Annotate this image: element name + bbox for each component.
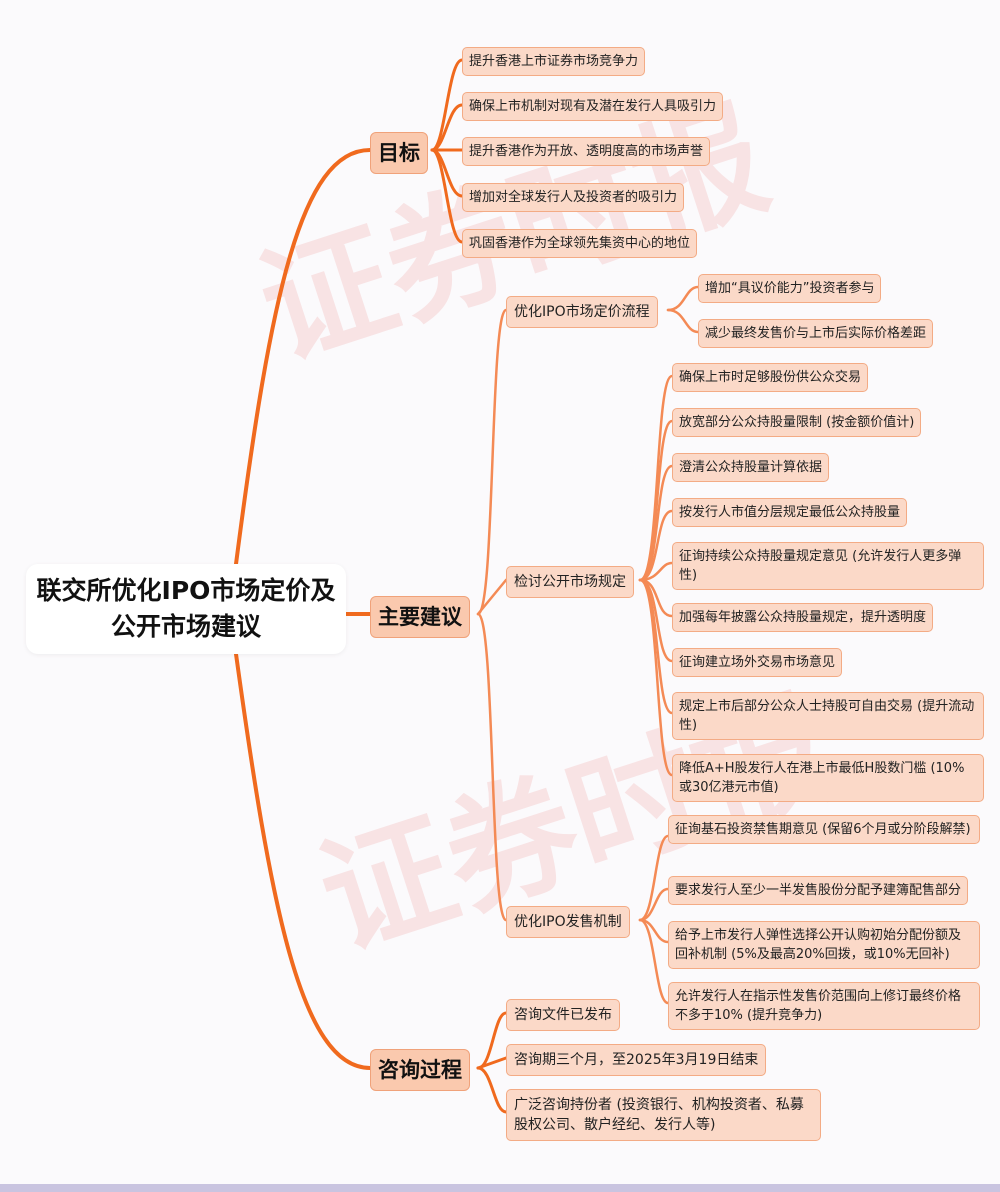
public-market-item[interactable]: 澄清公众持股量计算依据 <box>672 453 830 482</box>
offering-item[interactable]: 允许发行人在指示性发售价范围向上修订最终价格不多于10% (提升竞争力) <box>668 982 980 1030</box>
pricing-item[interactable]: 减少最终发售价与上市后实际价格差距 <box>698 319 934 348</box>
pricing-item[interactable]: 增加“具议价能力”投资者参与 <box>698 274 882 303</box>
goal-item[interactable]: 增加对全球发行人及投资者的吸引力 <box>462 183 685 212</box>
public-market-item[interactable]: 加强每年披露公众持股量规定，提升透明度 <box>672 603 934 632</box>
public-market-item[interactable]: 确保上市时足够股份供公众交易 <box>672 363 869 392</box>
group-public-market-rules[interactable]: 检讨公开市场规定 <box>506 566 634 598</box>
public-market-item[interactable]: 降低A+H股发行人在港上市最低H股数门槛 (10%或30亿港元市值) <box>672 754 984 802</box>
offering-item[interactable]: 给予上市发行人弹性选择公开认购初始分配份额及回补机制 (5%及最高20%回拨，或… <box>668 921 980 969</box>
public-market-item[interactable]: 征询建立场外交易市场意见 <box>672 648 843 677</box>
group-offering-mechanism[interactable]: 优化IPO发售机制 <box>506 906 630 938</box>
public-market-item[interactable]: 征询持续公众持股量规定意见 (允许发行人更多弹性) <box>672 542 984 590</box>
group-pricing-process[interactable]: 优化IPO市场定价流程 <box>506 296 658 328</box>
branch-consultation[interactable]: 咨询过程 <box>370 1049 470 1091</box>
offering-item[interactable]: 要求发行人至少一半发售股份分配予建簿配售部分 <box>668 876 969 905</box>
goal-item[interactable]: 提升香港作为开放、透明度高的市场声誉 <box>462 137 711 166</box>
public-market-item[interactable]: 按发行人市值分层规定最低公众持股量 <box>672 498 908 527</box>
goal-item[interactable]: 提升香港上市证券市场竞争力 <box>462 47 646 76</box>
bottom-scroll-bar <box>0 1184 1000 1192</box>
consultation-item[interactable]: 广泛咨询持份者 (投资银行、机构投资者、私募股权公司、散户经纪、发行人等) <box>506 1089 821 1141</box>
consultation-item[interactable]: 咨询期三个月，至2025年3月19日结束 <box>506 1044 767 1076</box>
root-topic[interactable]: 联交所优化IPO市场定价及公开市场建议 <box>26 564 346 654</box>
public-market-item[interactable]: 规定上市后部分公众人士持股可自由交易 (提升流动性) <box>672 692 984 740</box>
public-market-item[interactable]: 放宽部分公众持股量限制 (按金额价值计) <box>672 408 922 437</box>
goal-item[interactable]: 确保上市机制对现有及潜在发行人具吸引力 <box>462 92 724 121</box>
branch-goals[interactable]: 目标 <box>370 132 428 174</box>
branch-main-proposals[interactable]: 主要建议 <box>370 596 470 638</box>
offering-item[interactable]: 征询基石投资禁售期意见 (保留6个月或分阶段解禁) <box>668 815 980 844</box>
goal-item[interactable]: 巩固香港作为全球领先集资中心的地位 <box>462 229 698 258</box>
consultation-item[interactable]: 咨询文件已发布 <box>506 999 620 1031</box>
